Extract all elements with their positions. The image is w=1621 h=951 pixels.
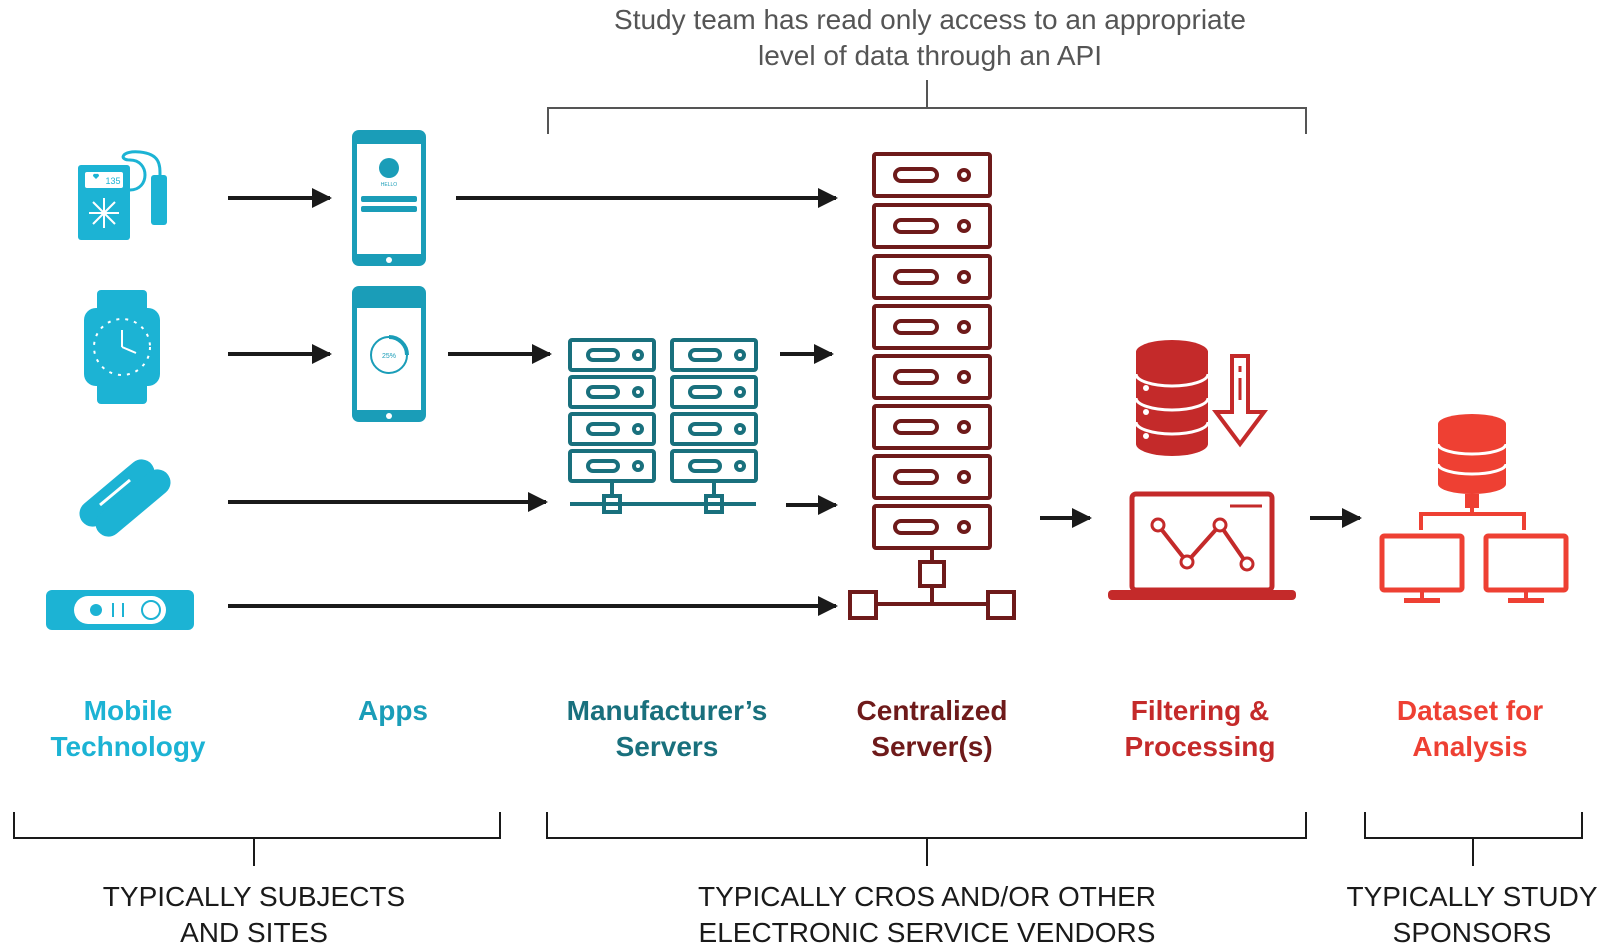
api-access-bracket bbox=[547, 80, 1307, 134]
database-download-icon bbox=[1134, 340, 1268, 456]
pill-capsules-icon bbox=[79, 459, 171, 537]
stage-label-filtering-processing: Filtering & Processing bbox=[1124, 695, 1276, 762]
fitness-band-icon bbox=[46, 590, 194, 630]
stage-label-dataset-analysis: Dataset for Analysis bbox=[1396, 695, 1544, 762]
group-brackets bbox=[13, 812, 1583, 866]
group-label-sponsors: TYPICALLY STUDY SPONSORS bbox=[1346, 881, 1598, 948]
api-access-note: Study team has read only access to an ap… bbox=[470, 2, 1390, 74]
server-rack-pair-icon bbox=[568, 338, 758, 514]
glucose-reading: 135 bbox=[105, 176, 120, 186]
stage-label-mobile-technology: Mobile Technology bbox=[50, 695, 206, 762]
smartphone-progress-icon: 25% bbox=[352, 286, 426, 422]
glucose-monitor-icon: 135 bbox=[78, 150, 167, 240]
central-server-rack-icon bbox=[848, 152, 1016, 620]
group-label-subjects-sites: TYPICALLY SUBJECTS AND SITES bbox=[102, 881, 406, 948]
smartphone-login-icon: HELLO bbox=[352, 130, 426, 266]
progress-readout: 25% bbox=[382, 353, 396, 360]
flow-arrows bbox=[228, 188, 1362, 616]
smartwatch-icon bbox=[84, 290, 160, 404]
stage-label-centralized-servers: Centralized Server(s) bbox=[856, 695, 1008, 762]
bracket-sponsors bbox=[1364, 812, 1583, 866]
api-access-note-line2: level of data through an API bbox=[757, 40, 1103, 71]
bracket-vendors bbox=[546, 812, 1307, 866]
api-access-note-line1: Study team has read only access to an ap… bbox=[614, 4, 1246, 35]
bracket-subjects bbox=[13, 812, 501, 866]
database-network-icon bbox=[1379, 414, 1569, 603]
group-label-vendors: TYPICALLY CROS AND/OR OTHER ELECTRONIC S… bbox=[698, 881, 1156, 948]
laptop-chart-icon bbox=[1108, 491, 1296, 600]
phone-greeting: HELLO bbox=[381, 182, 398, 188]
stage-label-manufacturer-servers: Manufacturer’s Servers bbox=[566, 695, 768, 762]
stage-label-apps: Apps bbox=[358, 695, 428, 726]
